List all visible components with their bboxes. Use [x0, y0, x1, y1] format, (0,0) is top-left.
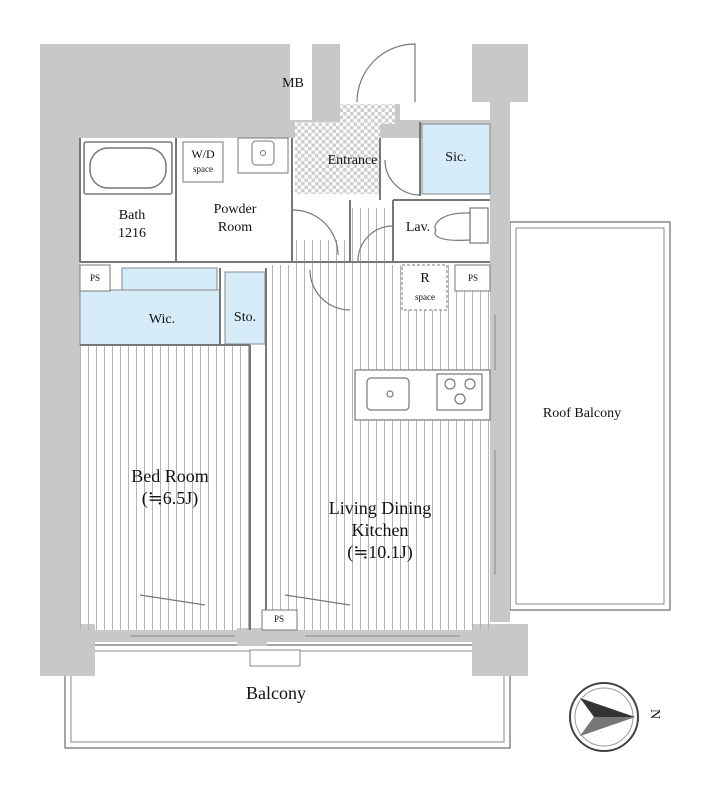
powder-room-label: Room	[217, 220, 253, 235]
sic-label: Sic.	[445, 150, 467, 165]
lav-label: Lav.	[405, 220, 431, 235]
bath-label: Bath	[118, 208, 146, 223]
mb-label: MB	[282, 76, 304, 91]
powder-sink	[251, 140, 275, 166]
floor-hatching	[80, 208, 490, 630]
storage-areas	[79, 123, 491, 346]
r-label: R	[420, 271, 430, 286]
ldk-label: Living Dining	[328, 498, 432, 518]
bedroom-label: Bed Room	[131, 466, 209, 486]
r-space-label: space	[415, 292, 435, 302]
bathtub	[83, 141, 173, 195]
compass-icon	[569, 682, 639, 752]
ldk-kitchen-label: Kitchen	[351, 520, 409, 540]
sto-label: Sto.	[233, 310, 257, 325]
powder-label: Powder	[213, 202, 257, 217]
fixture-boxes	[79, 137, 491, 631]
interior-walls	[79, 122, 490, 630]
wic-label: Wic.	[148, 312, 176, 327]
kitchen-counter	[354, 369, 491, 421]
ps-bottom-label: PS	[273, 614, 284, 624]
ldk-size-label: (≒10.1J)	[347, 542, 413, 562]
entrance-tiles	[295, 122, 380, 194]
bath-size-label: 1216	[118, 226, 146, 241]
windows	[130, 315, 496, 637]
roof-balcony-label: Roof Balcony	[542, 406, 622, 421]
compass-label: N	[647, 708, 663, 720]
ps-top-right-label: PS	[467, 273, 478, 283]
entrance-label: Entrance	[327, 153, 378, 168]
toilet	[434, 207, 489, 244]
wd-label: W/D	[191, 147, 215, 161]
balcony-label: Balcony	[246, 683, 306, 703]
bedroom-size-label: (≒6.5J)	[141, 488, 199, 508]
balcony-unit	[249, 649, 301, 667]
entrance-tiles-upper	[340, 104, 395, 124]
wd-space-label: space	[193, 164, 213, 174]
ps-top-left-label: PS	[89, 273, 100, 283]
door-swings	[139, 43, 421, 606]
